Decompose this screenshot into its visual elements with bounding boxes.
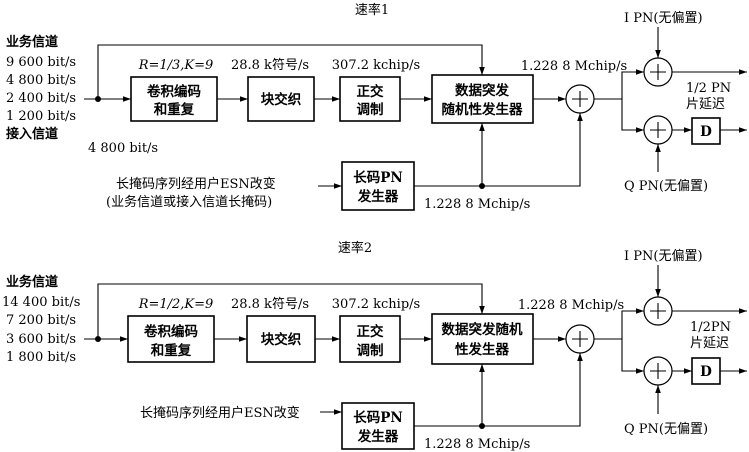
- rate2-longcode-to-sum: [414, 353, 583, 427]
- rate2-traffic-channel-label: 业务信道: [6, 274, 58, 290]
- rate2-section: 速率2 业务信道 14 400 bit/s 7 200 bit/s 3 600 …: [2, 240, 747, 452]
- rate2-chip-rate-orth: 307.2 kchip/s: [332, 297, 420, 312]
- rate1-randomizer-label-1: 数据突发: [455, 82, 509, 99]
- rate2-longcode-label-2: 发生器: [357, 428, 399, 445]
- rate2-longcode-junction: [479, 423, 485, 429]
- rate1-delay-text-2: 片延迟: [686, 97, 725, 112]
- rate2-encoder-label-2: 和重复: [151, 342, 192, 359]
- rate1-modulation-label-2: 调制: [357, 101, 384, 118]
- rate2-line-to-q: [621, 339, 644, 374]
- rate1-section: 速率1 业务信道 9 600 bit/s 4 800 bit/s 2 400 b…: [6, 2, 747, 212]
- rate2-interleaver-label: 块交织: [261, 331, 302, 348]
- rate1-i-pn-label: I PN(无偏置): [624, 11, 703, 26]
- rate1-q-pn-label: Q PN(无偏置): [624, 179, 708, 194]
- rate2-randomizer-block: [431, 313, 534, 365]
- rate1-delay-label: D: [700, 124, 712, 140]
- rate2-modulation-label-1: 正交: [357, 323, 384, 340]
- rate2-bypass-line: [97, 283, 485, 339]
- rate1-mask-text-1: 长掩码序列经用户ESN改变: [116, 176, 276, 192]
- rate2-title: 速率2: [338, 240, 372, 256]
- rate1-traffic-rate-1: 9 600 bit/s: [6, 55, 76, 70]
- rate1-interleaver-block: [247, 76, 315, 122]
- rate2-chip-rate-longcode: 1.228 8 Mchip/s: [424, 437, 530, 452]
- rate1-chip-rate-orth: 307.2 kchip/s: [332, 58, 420, 73]
- rate1-encoder-label-2: 和重复: [154, 101, 195, 118]
- rate1-chip-rate-out: 1.228 8 Mchip/s: [521, 59, 627, 74]
- rate1-access-rate: 4 800 bit/s: [88, 141, 158, 156]
- rate2-encoder-label-1: 卷积编码: [143, 323, 198, 340]
- rate1-traffic-rate-4: 1 200 bit/s: [6, 109, 76, 124]
- rate1-interleaver-label: 块交织: [261, 91, 302, 108]
- rate1-symbol-rate: 28.8 k符号/s: [231, 57, 309, 73]
- rate1-mask-text-2: (业务信道或接入信道长掩码): [106, 194, 272, 210]
- rate2-modulation-label-2: 调制: [357, 342, 384, 359]
- rate2-traffic-rate-4: 1 800 bit/s: [6, 350, 76, 365]
- rate2-delay-block: [691, 357, 721, 385]
- rate1-line-to-i: [594, 69, 644, 100]
- rate1-traffic-channel-label: 业务信道: [6, 34, 58, 50]
- rate2-line-to-i: [594, 308, 644, 340]
- rate2-chip-rate-out: 1.228 8 Mchip/s: [518, 298, 624, 313]
- rate1-encoder-params: R=1/3,K=9: [138, 58, 214, 73]
- rate1-longcode-label-1: 长码PN: [353, 169, 403, 186]
- rate2-symbol-rate: 28.8 k符号/s: [231, 296, 309, 312]
- rate2-randomizer-label-1: 数据突发随机: [442, 321, 523, 338]
- rate2-traffic-rate-3: 3 600 bit/s: [6, 332, 76, 347]
- rate2-delay-label: D: [700, 364, 712, 380]
- rate1-delay-text-1: 1/2 PN: [686, 81, 731, 96]
- rate1-i-sum-plus: [650, 64, 666, 80]
- rate2-input-junction: [95, 336, 101, 342]
- rate2-encoder-params: R=1/2,K=9: [138, 297, 214, 312]
- rate1-longcode-label-2: 发生器: [357, 188, 399, 205]
- rate2-traffic-rate-1: 14 400 bit/s: [2, 295, 80, 310]
- rate2-i-pn-label: I PN(无偏置): [624, 249, 703, 264]
- rate2-sum-plus: [572, 331, 588, 347]
- rate1-chip-rate-longcode: 1.228 8 Mchip/s: [424, 197, 530, 212]
- rate2-randomizer-label-2: 性发生器: [455, 341, 509, 358]
- rate2-encoder-block: [127, 315, 215, 363]
- rate2-longcode-block: [341, 402, 415, 450]
- rate2-delay-text-2: 片延迟: [690, 336, 729, 351]
- rate1-traffic-rate-3: 2 400 bit/s: [6, 91, 76, 106]
- rate1-modulation-block: [339, 76, 401, 122]
- rate2-q-pn-label: Q PN(无偏置): [624, 422, 708, 437]
- rate1-input-junction: [95, 96, 101, 102]
- rate1-sum-plus: [572, 91, 588, 107]
- rate1-longcode-to-sum: [414, 113, 583, 187]
- rate1-traffic-rate-2: 4 800 bit/s: [6, 73, 76, 88]
- rate1-longcode-junction: [479, 183, 485, 189]
- rate2-q-sum-plus: [650, 363, 666, 379]
- rate1-delay-block: [691, 117, 721, 145]
- rate1-bypass-line: [97, 44, 485, 99]
- rate1-title: 速率1: [355, 2, 389, 18]
- rate1-access-channel-label: 接入信道: [6, 126, 58, 142]
- rate2-delay-text-1: 1/2PN: [690, 320, 731, 335]
- rate2-traffic-rate-2: 7 200 bit/s: [6, 313, 76, 328]
- rate1-encoder-label-1: 卷积编码: [146, 83, 201, 100]
- rate1-randomizer-label-2: 随机性发生器: [442, 101, 523, 118]
- rate1-line-to-q: [621, 99, 644, 133]
- rate1-q-sum-plus: [650, 122, 666, 138]
- rate2-longcode-label-1: 长码PN: [353, 409, 403, 426]
- rate1-modulation-label-1: 正交: [357, 83, 384, 100]
- rate2-i-sum-plus: [650, 303, 666, 319]
- rate2-mask-text-1: 长掩码序列经用户ESN改变: [140, 405, 300, 421]
